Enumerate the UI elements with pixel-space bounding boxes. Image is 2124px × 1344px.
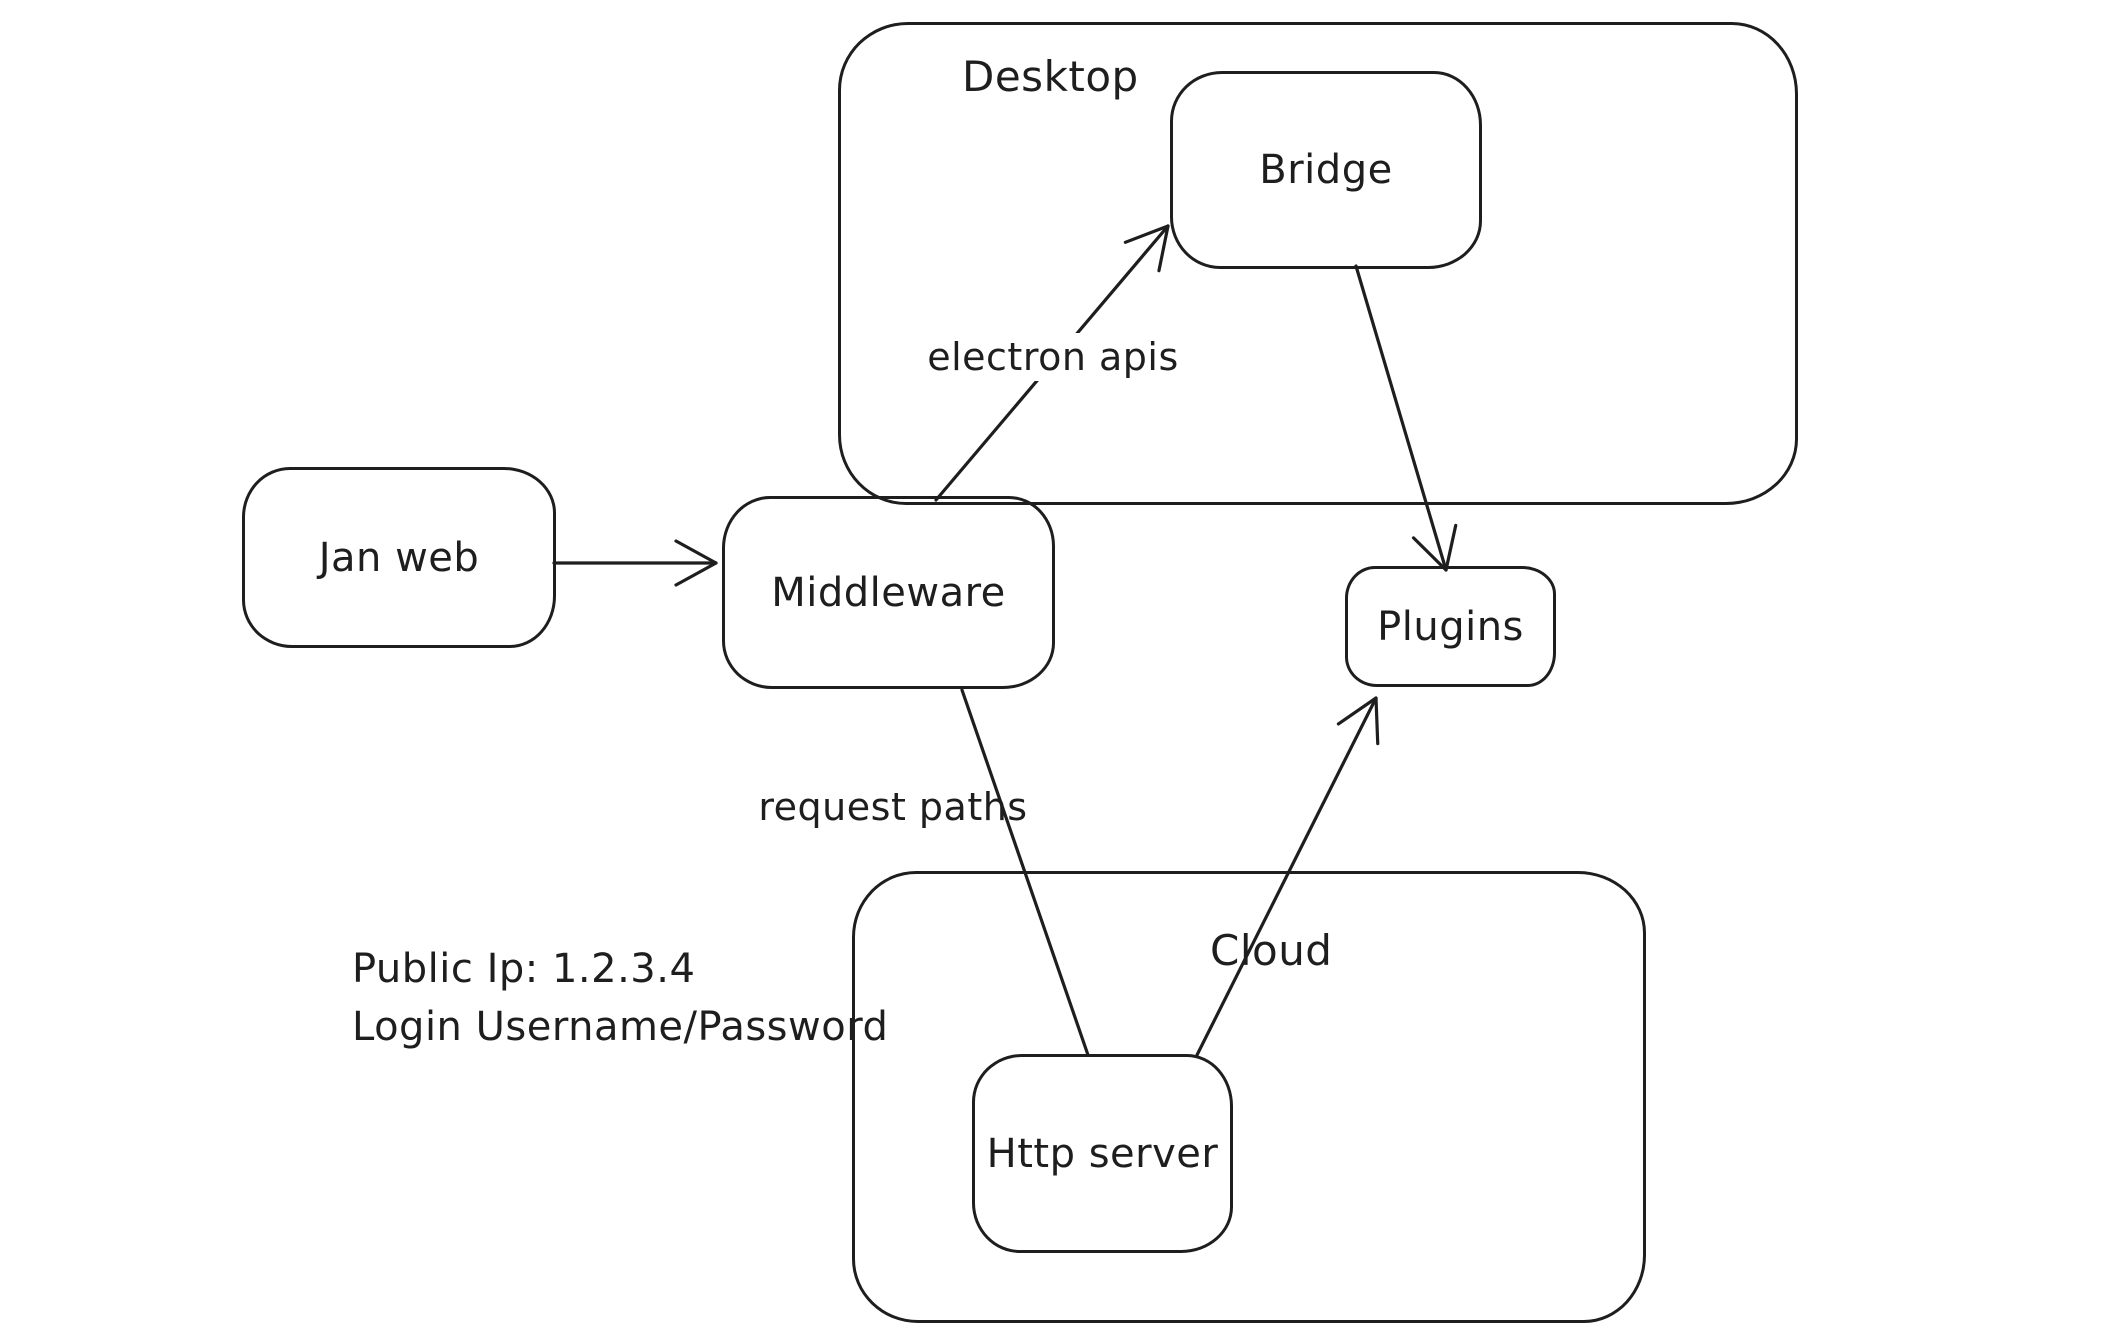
node-jan-web: Jan web [242,467,556,648]
edge-label-request-paths: request paths [758,785,1028,829]
container-cloud-label: Cloud [1210,926,1333,975]
edge-bridge-to-plugins [1354,264,1458,572]
node-middleware: Middleware [722,496,1055,689]
container-cloud [852,871,1646,1323]
node-jan-web-label: Jan web [318,534,480,581]
annotation-notes: Public Ip: 1.2.3.4 Login Username/Passwo… [352,940,888,1056]
node-bridge-label: Bridge [1259,147,1393,193]
node-plugins: Plugins [1345,566,1556,687]
node-http-server-label: Http server [986,1130,1219,1177]
container-desktop-label: Desktop [962,52,1139,101]
edge-http-server-to-plugins [1195,696,1380,1057]
note-public-ip: Public Ip: 1.2.3.4 [352,946,696,992]
edge-label-electron-apis: electron apis [917,333,1189,381]
container-desktop [838,22,1798,505]
node-http-server: Http server [972,1054,1233,1253]
note-login: Login Username/Password [352,1004,889,1050]
node-bridge: Bridge [1170,71,1482,269]
node-plugins-label: Plugins [1377,603,1524,650]
node-middleware-label: Middleware [771,569,1006,616]
